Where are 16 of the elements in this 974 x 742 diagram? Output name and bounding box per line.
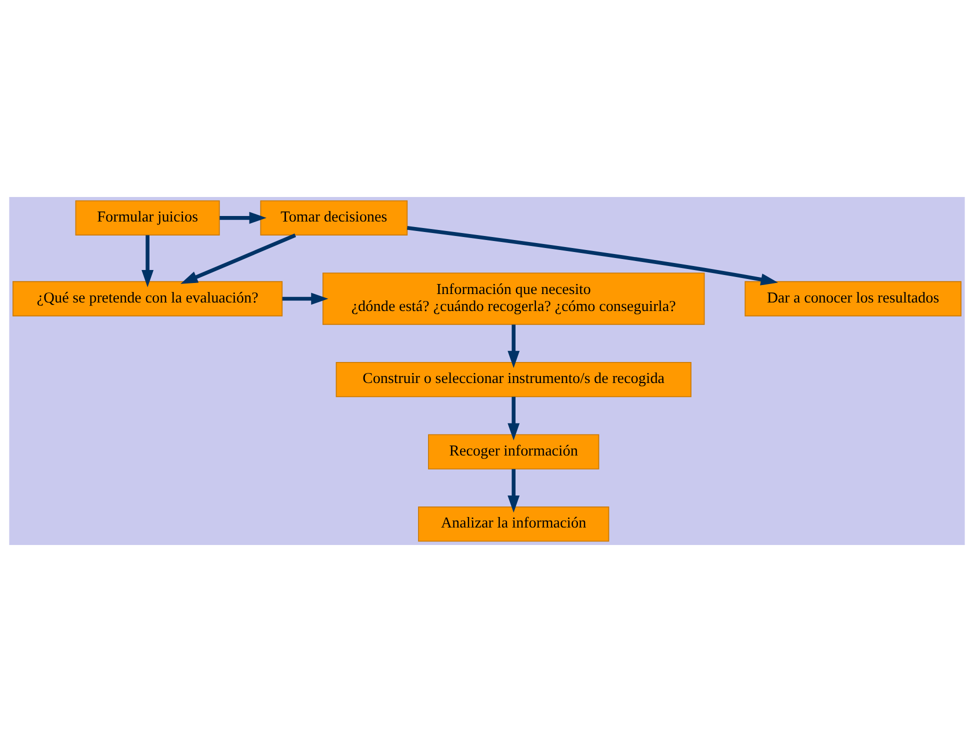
node-box: Dar a conocer los resultados — [744, 281, 962, 316]
arrow — [508, 324, 520, 368]
node-box: Construir o seleccionar instrumento/s de recogida — [336, 362, 692, 398]
arrow — [180, 233, 296, 284]
node-box: Analizar la información — [418, 506, 610, 542]
node-box: ¿Qué se pretende con la evaluación? — [12, 281, 283, 316]
arrow — [508, 396, 520, 440]
arrow — [282, 292, 328, 305]
node-box: Tomar decisiones — [260, 200, 408, 236]
arrow — [508, 469, 520, 513]
node-box: Formular juicios — [75, 200, 220, 236]
node-box: Recoger información — [428, 434, 600, 470]
node-box: Información que necesito ¿dónde está? ¿cuándo recogerla? ¿cómo conseguirla? — [322, 272, 705, 325]
arrow — [142, 235, 154, 288]
arrow — [406, 226, 778, 286]
arrow — [220, 212, 266, 224]
